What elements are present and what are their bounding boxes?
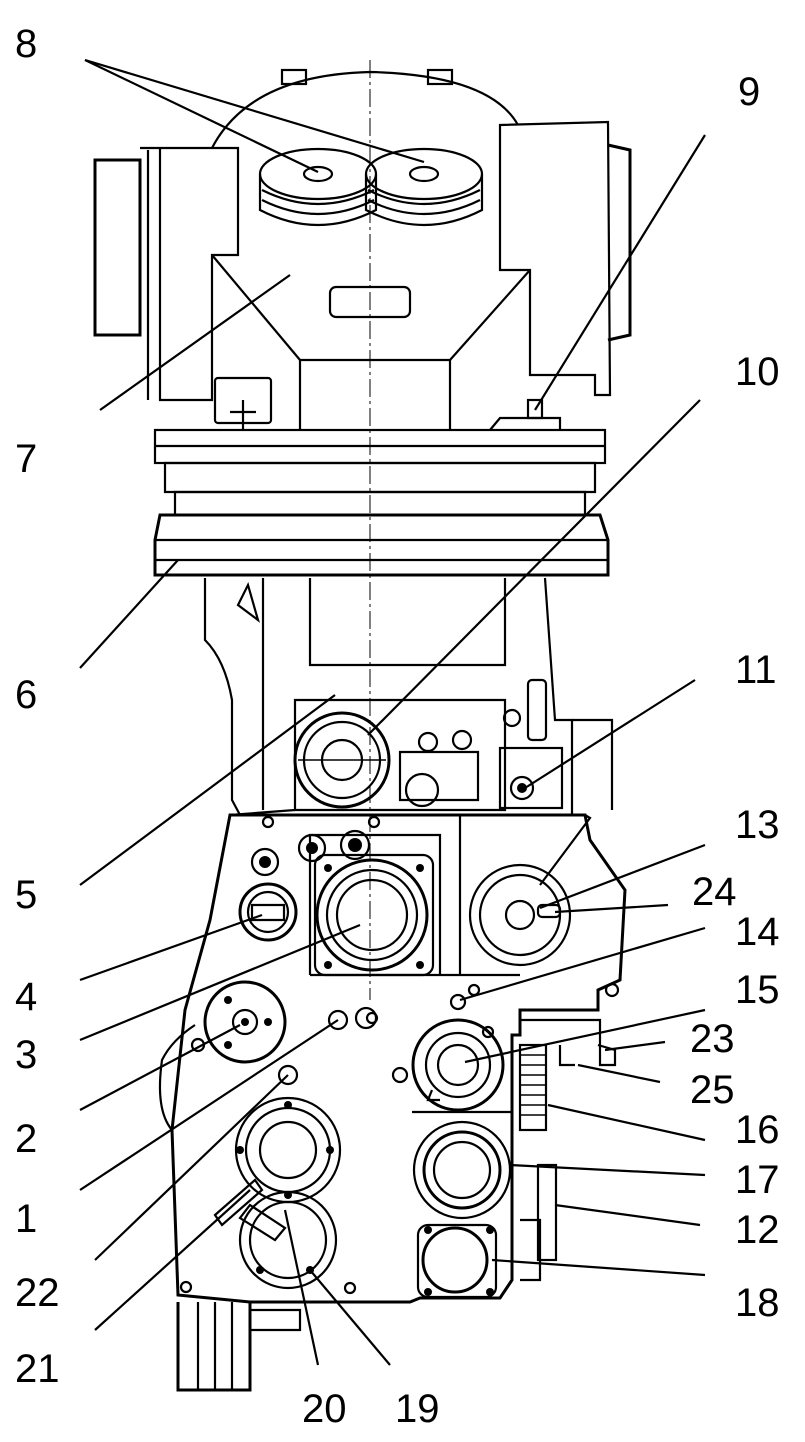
label-15: 15 [735, 968, 780, 1012]
label-1: 1 [15, 1197, 37, 1241]
twin-pulleys [258, 147, 484, 227]
label-14: 14 [735, 910, 780, 954]
flange-18 [416, 1223, 498, 1299]
callout-labels: 8 9 7 10 6 11 5 13 24 4 14 3 15 23 25 2 … [15, 22, 780, 1431]
column-neck [203, 577, 614, 817]
flange-2 [190, 980, 287, 1064]
label-7: 7 [15, 437, 37, 481]
assembly-15 [391, 1018, 512, 1114]
label-2: 2 [15, 1117, 37, 1161]
fitting-11 [498, 746, 564, 810]
label-23: 23 [690, 1017, 735, 1061]
label-21: 21 [15, 1347, 60, 1391]
cover-13 [468, 814, 620, 998]
label-11: 11 [735, 648, 777, 692]
label-16: 16 [735, 1108, 780, 1152]
label-13: 13 [735, 803, 780, 847]
label-4: 4 [15, 975, 37, 1019]
lever-23 [520, 1018, 617, 1067]
valve-assembly [398, 729, 480, 808]
label-25: 25 [690, 1068, 735, 1112]
gearbox-body [158, 813, 627, 1392]
small-sprockets [250, 815, 381, 877]
label-20: 20 [302, 1387, 347, 1431]
label-17: 17 [735, 1158, 780, 1202]
label-19: 19 [395, 1387, 440, 1431]
flange-17 [412, 1120, 512, 1220]
bracket-12 [520, 1163, 558, 1282]
label-9: 9 [738, 70, 760, 114]
upper-head-housing [93, 68, 632, 431]
label-6: 6 [15, 673, 37, 717]
label-5: 5 [15, 873, 37, 917]
label-3: 3 [15, 1033, 37, 1077]
port-4 [238, 882, 298, 942]
label-12: 12 [735, 1208, 780, 1252]
round-cover-10 [293, 711, 391, 809]
knurled-knob-16 [518, 1043, 548, 1132]
label-8: 8 [15, 22, 37, 66]
label-22: 22 [15, 1271, 60, 1315]
leader-lines [79, 58, 706, 1366]
flange-stack [153, 428, 610, 577]
central-flange-3 [313, 853, 435, 977]
gear-pair-19-20 [179, 1096, 357, 1295]
label-24: 24 [692, 870, 737, 914]
label-18: 18 [735, 1281, 780, 1325]
label-10: 10 [735, 350, 780, 394]
